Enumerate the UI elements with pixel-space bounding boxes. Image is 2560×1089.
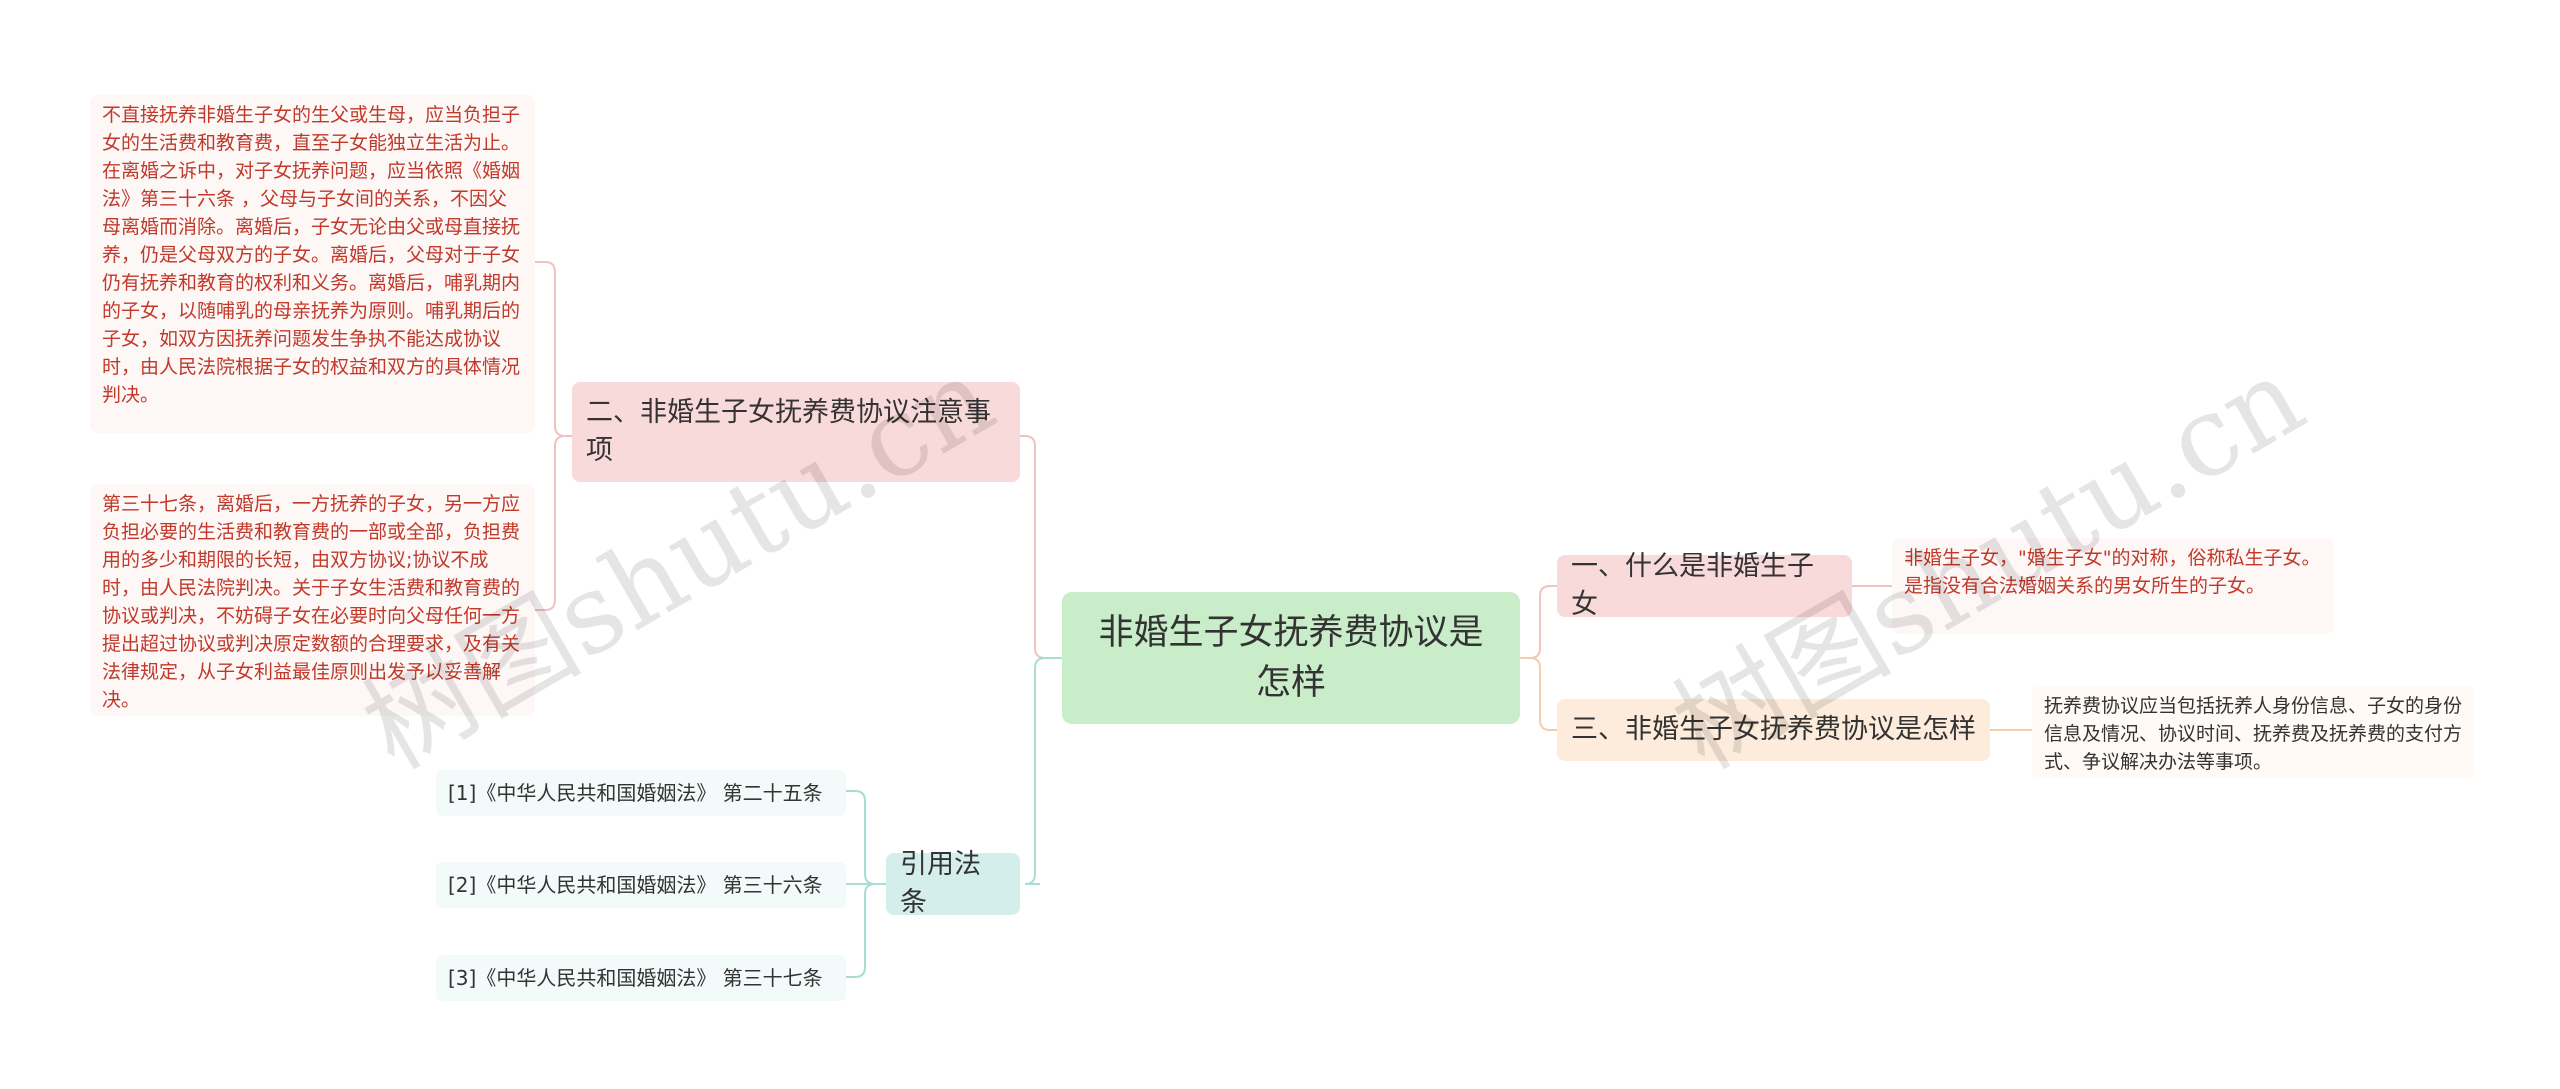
leaf-notes-1[interactable]: 不直接抚养非婚生子女的生父或生母，应当负担子女的生活费和教育费，直至子女能独立生… <box>90 95 535 433</box>
link-root-b4 <box>1024 657 1062 885</box>
ref-text: [3]《中华人民共和国婚姻法》 第三十七条 <box>448 966 823 990</box>
branch-label: 引用法条 <box>900 849 981 918</box>
leaf-definition[interactable]: 非婚生子女，"婚生子女"的对称，俗称私生子女。是指没有合法婚姻关系的男女所生的子… <box>1892 538 2334 634</box>
branch-label: 三、非婚生子女抚养费协议是怎样 <box>1571 714 1976 745</box>
ref-item-2[interactable]: [2]《中华人民共和国婚姻法》 第三十六条 <box>436 862 846 908</box>
ref-item-3[interactable]: [3]《中华人民共和国婚姻法》 第三十七条 <box>436 955 846 1001</box>
ref-text: [1]《中华人民共和国婚姻法》 第二十五条 <box>448 781 823 805</box>
root-topic[interactable]: 非婚生子女抚养费协议是怎样 <box>1062 592 1520 724</box>
leaf-text: 抚养费协议应当包括抚养人身份信息、子女的身份信息及情况、协议时间、抚养费及抚养费… <box>2044 695 2463 773</box>
branch-what-agreement-is[interactable]: 三、非婚生子女抚养费协议是怎样 <box>1557 699 1990 761</box>
link-root-b3 <box>1520 657 1557 731</box>
root-topic-label: 非婚生子女抚养费协议是怎样 <box>1098 613 1484 703</box>
leaf-text: 非婚生子女，"婚生子女"的对称，俗称私生子女。是指没有合法婚姻关系的男女所生的子… <box>1904 547 2321 597</box>
leaf-notes-2[interactable]: 第三十七条，离婚后，一方抚养的子女，另一方应负担必要的生活费和教育费的一部或全部… <box>90 484 535 716</box>
leaf-text: 不直接抚养非婚生子女的生父或生母，应当负担子女的生活费和教育费，直至子女能独立生… <box>102 104 521 406</box>
branch-agreement-notes[interactable]: 二、非婚生子女抚养费协议注意事项 <box>572 382 1020 482</box>
leaf-text: 第三十七条，离婚后，一方抚养的子女，另一方应负担必要的生活费和教育费的一部或全部… <box>102 493 521 711</box>
ref-text: [2]《中华人民共和国婚姻法》 第三十六条 <box>448 873 823 897</box>
link-b4-ref3 <box>846 883 886 978</box>
branch-label: 一、什么是非婚生子女 <box>1571 551 1814 620</box>
leaf-agreement-content[interactable]: 抚养费协议应当包括抚养人身份信息、子女的身份信息及情况、协议时间、抚养费及抚养费… <box>2032 686 2474 778</box>
link-root-b2 <box>1020 435 1062 659</box>
ref-item-1[interactable]: [1]《中华人民共和国婚姻法》 第二十五条 <box>436 770 846 816</box>
link-b2-leaf2 <box>535 435 572 611</box>
branch-what-is-illegitimate-child[interactable]: 一、什么是非婚生子女 <box>1557 551 1852 620</box>
link-root-b1 <box>1520 585 1557 659</box>
link-b4-ref1 <box>846 790 886 885</box>
link-b2-leaf1 <box>535 261 572 437</box>
branch-cited-laws[interactable]: 引用法条 <box>886 849 1020 918</box>
branch-label: 二、非婚生子女抚养费协议注意事项 <box>586 397 991 466</box>
